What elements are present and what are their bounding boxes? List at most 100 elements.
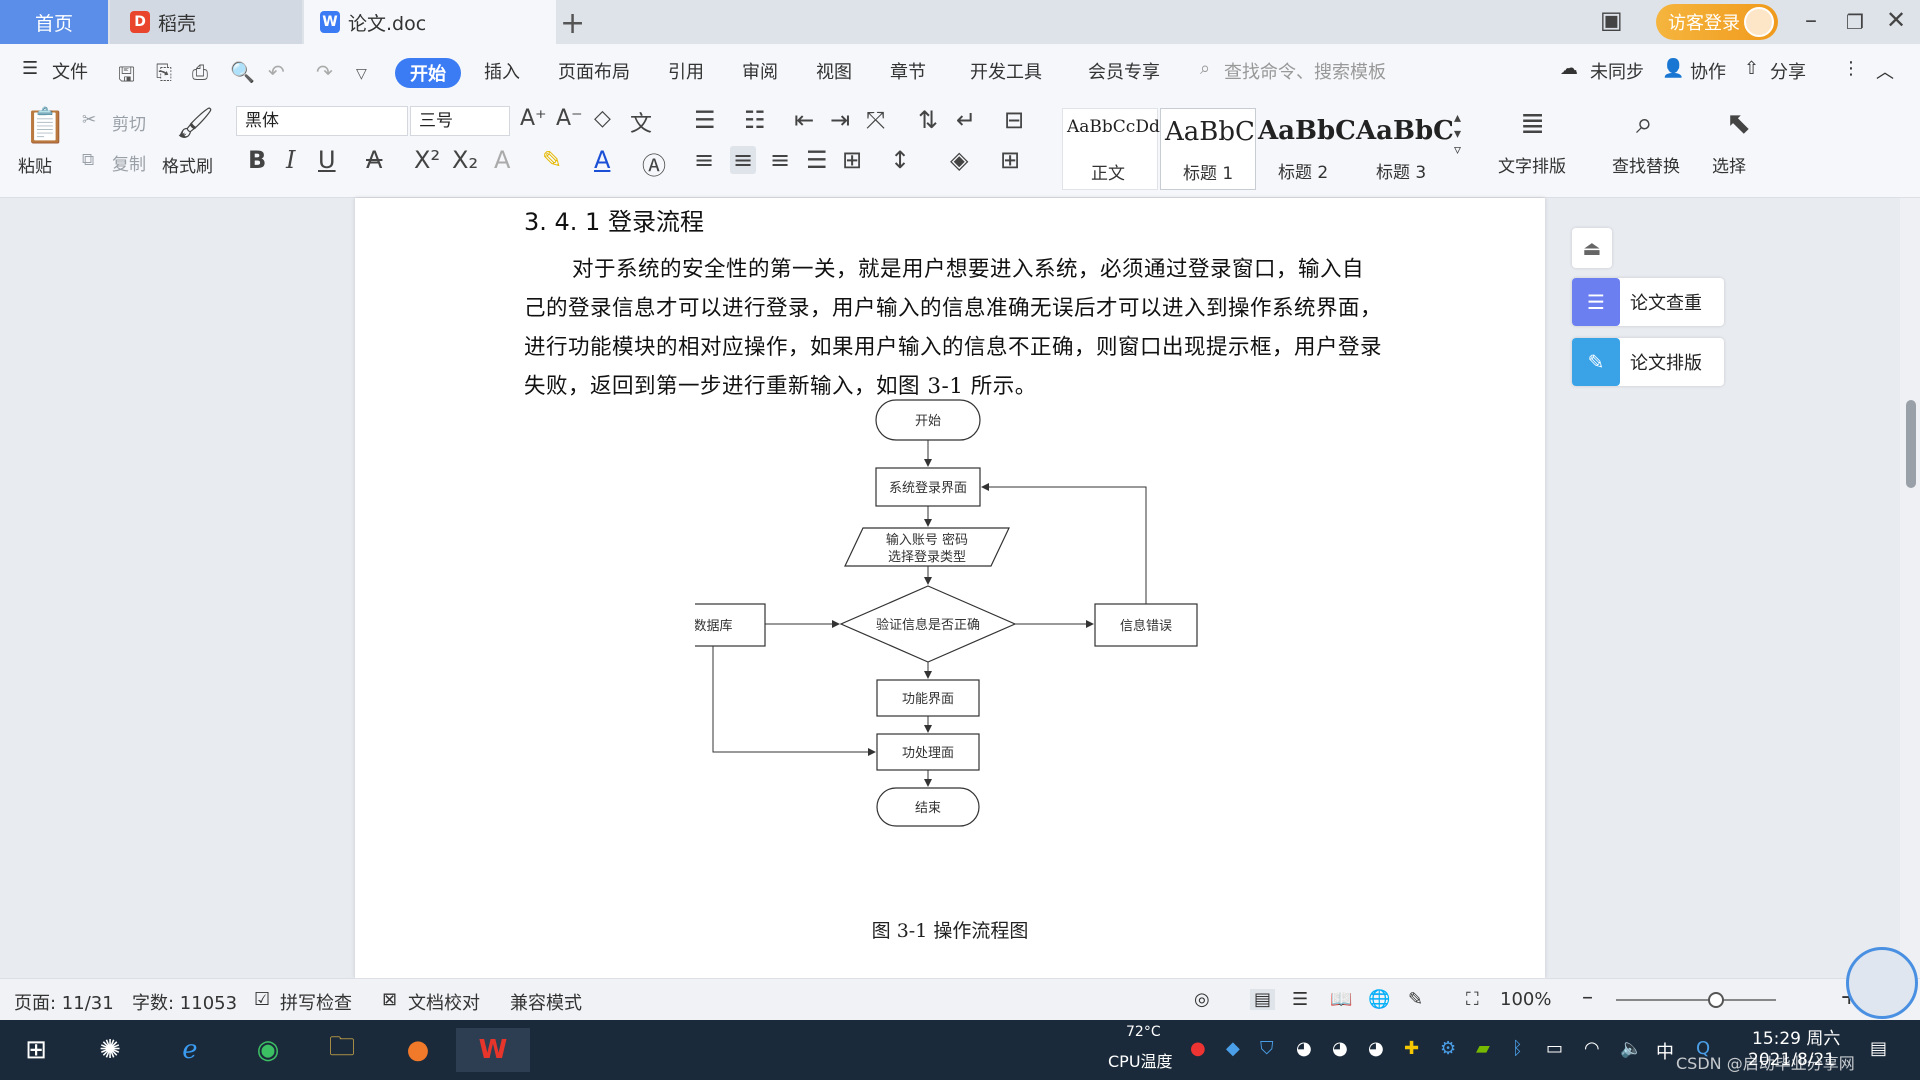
- fit-page-icon[interactable]: ⛶: [1466, 989, 1479, 1010]
- clock-time[interactable]: 15:29 周六: [1752, 1029, 1841, 1049]
- outline-view-icon[interactable]: ☰: [1292, 989, 1309, 1010]
- tray-settings-icon[interactable]: ⚙: [1440, 1038, 1457, 1059]
- qq-icon[interactable]: ◕: [1296, 1038, 1312, 1059]
- word-count[interactable]: 字数: 11053: [132, 993, 238, 1014]
- menu-dev-tools[interactable]: 开发工具: [970, 62, 1042, 83]
- decrease-indent-icon[interactable]: ⇤: [794, 106, 815, 134]
- menu-page-layout[interactable]: 页面布局: [558, 62, 630, 83]
- hamburger-icon[interactable]: ☰: [22, 58, 39, 79]
- layout-icon[interactable]: ▣: [1600, 6, 1623, 34]
- wifi-icon[interactable]: ◠: [1584, 1038, 1600, 1059]
- font-shrink-icon[interactable]: A⁻: [556, 106, 583, 131]
- bluetooth-icon[interactable]: ᛒ: [1512, 1038, 1523, 1059]
- tab-document[interactable]: W 论文.doc: [304, 0, 556, 44]
- zoom-level[interactable]: 100%: [1500, 989, 1552, 1010]
- cut-button[interactable]: 剪切: [112, 115, 146, 135]
- font-color-icon[interactable]: A: [594, 146, 611, 174]
- file-explorer-icon[interactable]: 🗀: [328, 1032, 355, 1062]
- qq-icon-2[interactable]: ◕: [1332, 1038, 1348, 1059]
- line-spacing-icon[interactable]: ↕: [890, 146, 911, 174]
- zoom-out-icon[interactable]: –: [1582, 985, 1593, 1010]
- restore-icon[interactable]: ❐: [1846, 10, 1864, 34]
- thesis-check-button[interactable]: ☰ 论文查重: [1572, 278, 1724, 326]
- underline-icon[interactable]: U: [318, 146, 336, 174]
- ruler-icon[interactable]: ⊟: [1004, 106, 1025, 134]
- undo-icon[interactable]: ↶: [268, 60, 285, 84]
- format-painter-button[interactable]: 格式刷: [162, 157, 213, 177]
- increase-indent-icon[interactable]: ⇥: [830, 106, 851, 134]
- qq-icon-3[interactable]: ◕: [1368, 1038, 1384, 1059]
- align-right-icon[interactable]: ≡: [770, 146, 791, 174]
- style-normal[interactable]: AaBbCcDd 正文: [1062, 108, 1160, 190]
- text-effect-icon[interactable]: A: [494, 146, 511, 174]
- side-panel-collapse-button[interactable]: ⏏: [1572, 228, 1612, 268]
- read-view-icon[interactable]: 📖: [1330, 989, 1353, 1010]
- redo-icon[interactable]: ↷: [316, 60, 333, 84]
- superscript-icon[interactable]: X²: [414, 146, 441, 174]
- minimize-icon[interactable]: –: [1805, 6, 1817, 34]
- shield-icon[interactable]: ⛉: [1260, 1038, 1274, 1059]
- windows-start-icon[interactable]: ⊞: [25, 1035, 47, 1065]
- close-icon[interactable]: ✕: [1886, 6, 1907, 34]
- battery-icon[interactable]: ▭: [1546, 1038, 1564, 1059]
- clear-format-icon[interactable]: ◇: [594, 106, 611, 131]
- menu-file[interactable]: 文件: [52, 62, 88, 83]
- share-button[interactable]: 分享: [1770, 62, 1806, 83]
- align-center-icon[interactable]: ≡: [730, 146, 757, 174]
- menu-insert[interactable]: 插入: [484, 62, 520, 83]
- copy-button[interactable]: 复制: [112, 155, 146, 175]
- ime-indicator[interactable]: 中: [1656, 1042, 1674, 1063]
- font-grow-icon[interactable]: A⁺: [520, 106, 547, 131]
- new-tab-button[interactable]: +: [560, 6, 586, 41]
- sync-status[interactable]: 未同步: [1590, 62, 1644, 83]
- styles-scroll-icon[interactable]: ▴▾▿: [1454, 110, 1462, 158]
- pinyin-icon[interactable]: 文: [630, 112, 653, 137]
- clock-date[interactable]: 2021/8/21: [1748, 1050, 1836, 1070]
- menu-view[interactable]: 视图: [816, 62, 852, 83]
- pen-icon[interactable]: ✎: [1408, 989, 1424, 1010]
- print-preview-icon[interactable]: 🔍: [230, 60, 255, 84]
- ie-browser-icon[interactable]: ℯ: [182, 1035, 198, 1065]
- zoom-slider-track[interactable]: [1616, 999, 1776, 1001]
- print-icon[interactable]: ⎙: [192, 60, 208, 84]
- distribute-icon[interactable]: ⊞: [842, 146, 863, 174]
- char-border-icon[interactable]: Ⓐ: [642, 152, 666, 180]
- bold-icon[interactable]: B: [248, 146, 267, 174]
- menu-chapter[interactable]: 章节: [890, 62, 926, 83]
- search-tray-icon[interactable]: Q: [1696, 1038, 1711, 1059]
- menu-reference[interactable]: 引用: [668, 62, 704, 83]
- page-indicator[interactable]: 页面: 11/31: [14, 993, 114, 1014]
- align-left-icon[interactable]: ≡: [694, 146, 715, 174]
- numbered-list-icon[interactable]: ☷: [744, 106, 766, 134]
- export-icon[interactable]: ⎘: [156, 60, 172, 84]
- menu-home[interactable]: 开始: [395, 58, 461, 88]
- tray-app-icon[interactable]: ●: [1190, 1038, 1206, 1059]
- bullet-list-icon[interactable]: ☰: [694, 106, 716, 134]
- style-heading1[interactable]: AaBbC 标题 1: [1160, 108, 1256, 190]
- tab-home[interactable]: 首页: [0, 0, 108, 44]
- page-view-icon[interactable]: ▤: [1250, 989, 1276, 1010]
- proofread-button[interactable]: 文档校对: [408, 993, 480, 1014]
- command-search-input[interactable]: 查找命令、搜索模板: [1224, 62, 1386, 83]
- spell-check-button[interactable]: 拼写检查: [280, 993, 352, 1014]
- paste-icon[interactable]: 📋: [24, 106, 67, 146]
- style-heading2[interactable]: AaBbC 标题 2: [1258, 108, 1356, 190]
- menu-review[interactable]: 审阅: [742, 62, 778, 83]
- font-size-select[interactable]: 三号: [410, 106, 510, 136]
- nvidia-icon[interactable]: ▰: [1476, 1038, 1490, 1059]
- text-direction-icon[interactable]: ⤧: [866, 106, 886, 134]
- text-layout-button[interactable]: 文字排版: [1498, 157, 1566, 177]
- italic-icon[interactable]: I: [286, 146, 296, 174]
- web-view-icon[interactable]: 🌐: [1368, 989, 1391, 1010]
- highlight-icon[interactable]: ✎: [542, 146, 563, 174]
- collab-button[interactable]: 协作: [1690, 62, 1726, 83]
- chevron-down-icon[interactable]: ▽: [356, 66, 367, 82]
- format-painter-icon[interactable]: 🖌: [176, 106, 215, 141]
- shading-icon[interactable]: ◈: [950, 146, 969, 174]
- document-page[interactable]: 3. 4. 1 登录流程 对于系统的安全性的第一关，就是用户想要进入系统，必须通…: [355, 198, 1545, 978]
- visitor-login-button[interactable]: 访客登录: [1656, 4, 1778, 40]
- sort-icon[interactable]: ⇅: [918, 106, 939, 134]
- app-fan-icon[interactable]: ✺: [99, 1035, 121, 1065]
- tray-update-icon[interactable]: ◆: [1226, 1038, 1240, 1059]
- subscript-icon[interactable]: X₂: [452, 146, 479, 174]
